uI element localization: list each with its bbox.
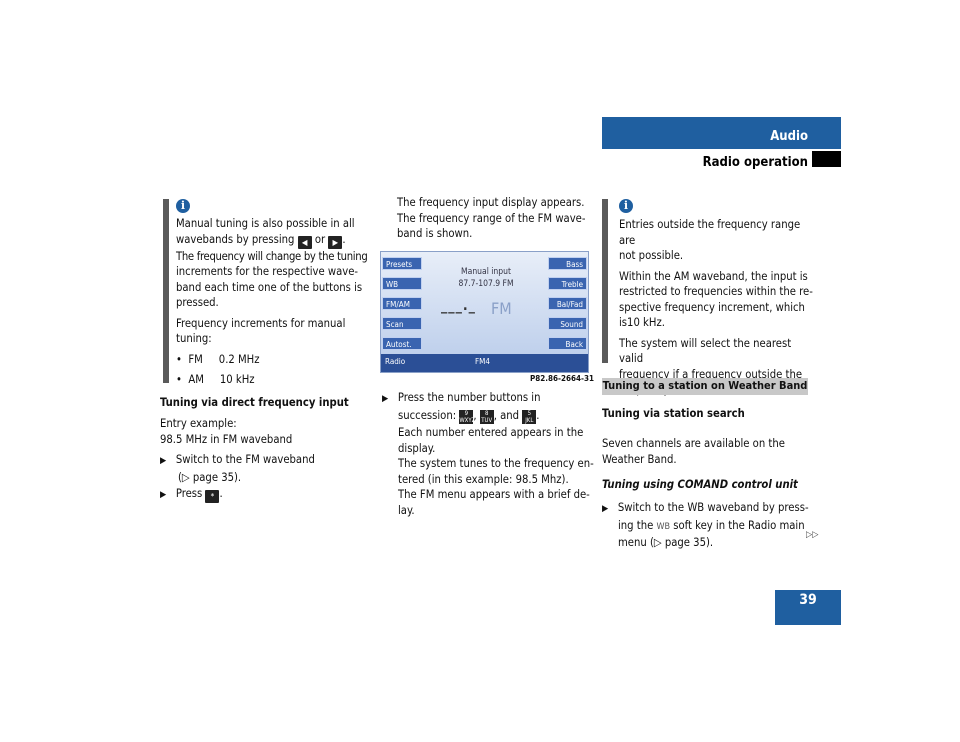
star-key-icon: * (205, 490, 220, 503)
weather-band-bar (602, 378, 808, 395)
step-arrow-icon: ▶ (160, 456, 167, 466)
figure-id: P82.86-2664-31 (530, 374, 595, 383)
autost-softkey: Autost. (382, 337, 422, 350)
step-number-keys: ▶ Press the number buttons in succession… (382, 391, 541, 424)
wb-softkey: WB (382, 277, 422, 290)
entry-result-text: Each number entered appears in the displ… (398, 426, 594, 517)
station-search-heading: Tuning via station search (602, 407, 745, 420)
header-accent-bar (602, 117, 841, 149)
weather-band-heading: Tuning to a station on Weather Band (602, 379, 808, 392)
bass-softkey: Bass (548, 257, 587, 270)
step-switch-wb: ▶ Switch to the WB waveband by press- in… (602, 501, 809, 549)
weather-band-text: Seven channels are available on the Weat… (602, 437, 785, 466)
scan-softkey: Scan (382, 317, 422, 330)
section-title: Audio (770, 129, 808, 144)
wb-softkey-label: WB (656, 521, 671, 532)
continued-marker: ▷▷ (806, 530, 819, 540)
page-number-box (775, 590, 841, 625)
note-frequency-range: Entries outside the frequency range are … (619, 218, 813, 396)
fm-am-softkey: FM/AM (382, 297, 422, 310)
presets-softkey: Presets (382, 257, 422, 270)
step-arrow-icon: ▶ (602, 504, 609, 514)
band-label: FM (491, 299, 512, 318)
note-bar (602, 199, 608, 363)
info-icon: i (176, 199, 190, 213)
step-press-key: ▶ Press *. (160, 487, 223, 503)
note-bar (163, 199, 169, 383)
info-icon: i (619, 199, 633, 213)
right-arrow-key-icon: ▶ (328, 235, 343, 249)
header-marker (812, 151, 841, 167)
note-manual-tuning: Manual tuning is also possible in all wa… (176, 217, 368, 386)
step-arrow-icon: ▶ (160, 490, 167, 500)
bal-fad-softkey: Bal/Fad (548, 297, 587, 310)
section-subtitle: Radio operation (702, 155, 808, 170)
step-arrow-icon: ▶ (382, 394, 389, 404)
page-number: 39 (799, 592, 817, 608)
direct-input-heading: Tuning via direct frequency input (160, 396, 349, 409)
entry-example: Entry example: 98.5 MHz in FM waveband (160, 417, 293, 446)
back-softkey: Back (548, 337, 587, 350)
treble-softkey: Treble (548, 277, 587, 290)
step-switch-fm: ▶ Switch to the FM waveband (▷ page 35). (160, 453, 315, 484)
am-increment: AM 10 kHz (188, 373, 255, 386)
screen-footer: Radio FM4 (381, 354, 588, 372)
comand-subheading: Tuning using COMAND control unit (602, 478, 798, 491)
manual-input-label: Manual input (461, 267, 511, 277)
display-intro: The frequency input display appears. The… (397, 196, 586, 240)
fm-increment: FM 0.2 MHz (188, 352, 260, 366)
radio-display-figure: Presets WB FM/AM Scan Autost. Bass Trebl… (380, 251, 589, 373)
sound-softkey: Sound (548, 317, 587, 330)
frequency-entry: ___._ (441, 298, 476, 314)
left-arrow-key-icon: ◀ (297, 235, 312, 249)
range-label: 87.7-107.9 FM (458, 279, 514, 289)
